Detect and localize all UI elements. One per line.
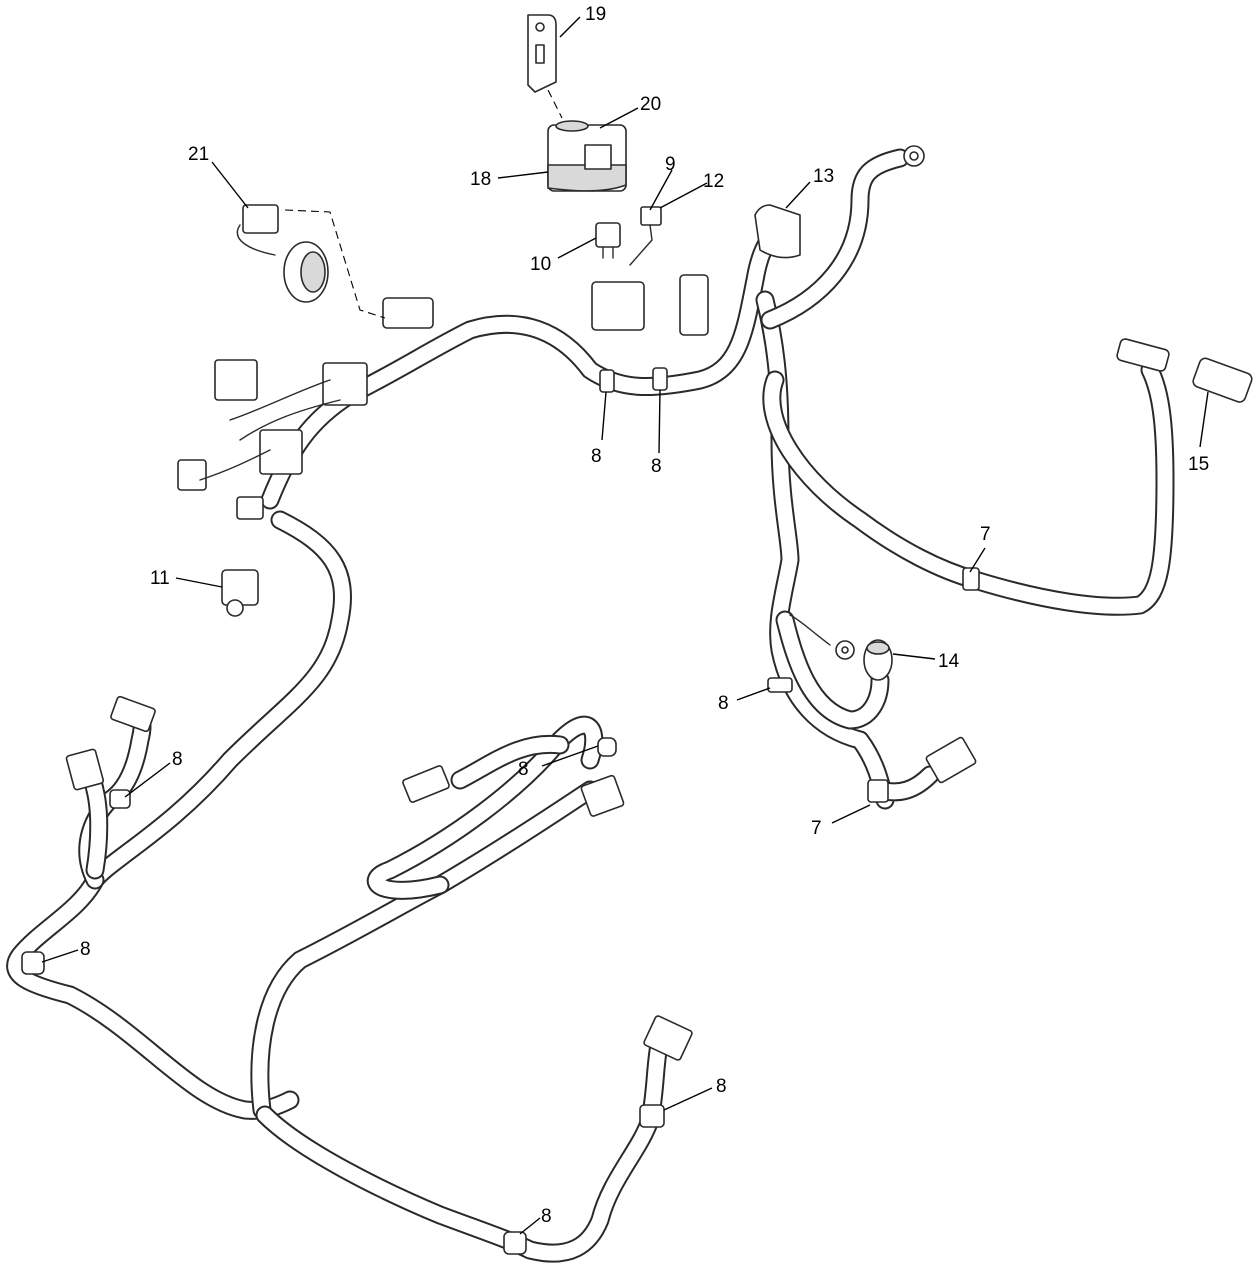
callout-21: 21	[188, 144, 209, 165]
callout-7a: 7	[980, 524, 991, 545]
main-harness	[6, 148, 1175, 1263]
relay-part-10	[595, 222, 621, 259]
callout-labels: 19 20 18 21 9 12 10 13 8 8 15 11 7 14 8 …	[80, 4, 1209, 1227]
callout-8b: 8	[651, 456, 662, 477]
callout-13: 13	[813, 166, 834, 187]
callout-8c: 8	[718, 693, 729, 714]
ring-terminal-mid	[789, 614, 855, 660]
leader-lines	[41, 16, 1209, 1235]
callout-11: 11	[150, 568, 170, 589]
callout-18: 18	[470, 169, 491, 190]
connector-part-15	[1116, 338, 1253, 403]
fuse-clip-part-19	[527, 14, 557, 93]
callout-15: 15	[1188, 454, 1209, 475]
fuse-part-9-12	[629, 206, 662, 266]
callout-8g: 8	[716, 1076, 727, 1097]
callout-12: 12	[703, 171, 724, 192]
cable-clips	[21, 367, 980, 1255]
callout-8h: 8	[541, 1206, 552, 1227]
ring-terminal-top	[903, 145, 925, 167]
callout-14: 14	[938, 651, 960, 672]
callout-7b: 7	[811, 818, 822, 839]
connector-part-21	[236, 204, 329, 303]
end-connectors	[65, 695, 977, 1061]
boot-part-13	[754, 204, 801, 259]
callout-10: 10	[530, 254, 551, 275]
main-connectors	[177, 274, 709, 520]
callout-8a: 8	[591, 446, 602, 467]
callout-8e: 8	[518, 759, 529, 780]
callout-8d: 8	[172, 749, 183, 770]
callout-19: 19	[585, 4, 606, 25]
callout-8f: 8	[80, 939, 91, 960]
switch-part-11	[221, 569, 259, 617]
boot-part-14	[863, 639, 893, 681]
relay-part-18	[547, 120, 627, 192]
callout-20: 20	[640, 94, 661, 115]
callout-9: 9	[665, 154, 676, 175]
